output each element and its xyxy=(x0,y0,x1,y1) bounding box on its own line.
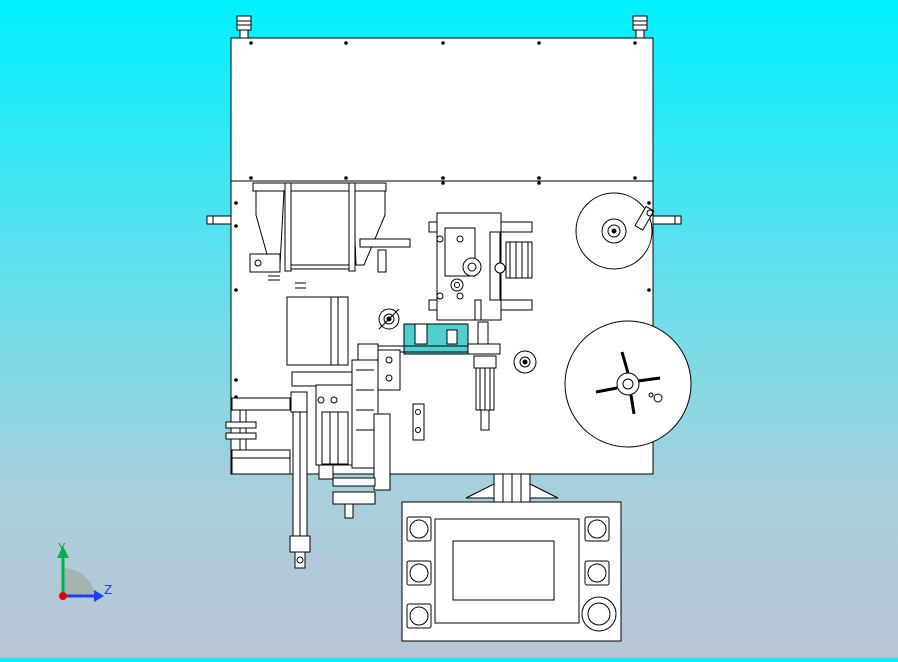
sensor-bracket xyxy=(412,403,425,441)
triad-z-arrowhead xyxy=(94,590,104,602)
drive-motor xyxy=(473,355,497,431)
center-drive-block xyxy=(428,212,533,321)
triad-y-arrowhead xyxy=(57,546,69,558)
top-knob-left xyxy=(236,15,252,39)
coordinate-triad: Y Z xyxy=(57,541,112,602)
top-knob-right xyxy=(632,15,648,39)
upper-cabinet-panel xyxy=(230,37,654,182)
upper-tape-reel xyxy=(575,192,655,270)
upper-panel-screws xyxy=(249,41,637,180)
main-plate-screws xyxy=(234,181,651,399)
center-support-post xyxy=(465,473,559,503)
side-shaft-left xyxy=(206,215,232,225)
control-box-buttons xyxy=(406,516,617,632)
long-pneumatic-cylinder xyxy=(289,391,311,569)
triad-origin xyxy=(59,592,67,600)
triad-y-label: Y xyxy=(57,541,66,555)
left-actuator-stack xyxy=(225,296,401,519)
lower-tape-reel xyxy=(564,320,692,448)
side-shaft-right xyxy=(652,215,682,225)
guide-roller-left xyxy=(378,308,400,330)
guide-roller-right xyxy=(513,350,537,374)
hopper-assembly xyxy=(249,182,411,289)
label-peel-plate xyxy=(365,321,501,355)
triad-z-label: Z xyxy=(104,583,112,597)
